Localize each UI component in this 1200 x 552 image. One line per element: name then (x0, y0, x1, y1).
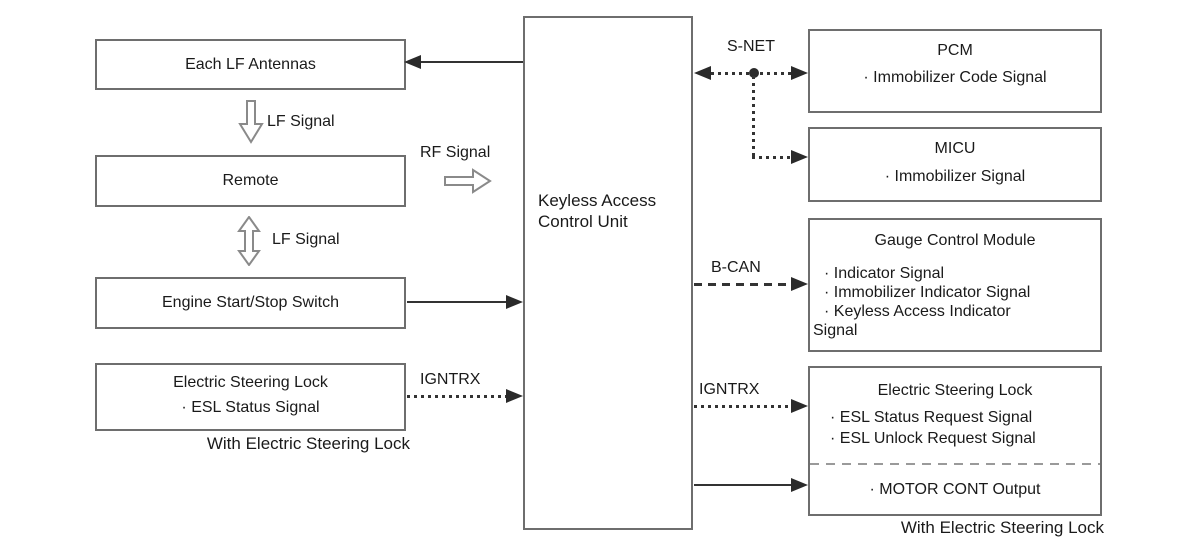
bcan-dashed-line (694, 283, 792, 286)
igntrx-left-label: IGNTRX (420, 371, 481, 388)
engine-start-stop-switch-box: Engine Start/Stop Switch (95, 277, 406, 329)
keyless-access-indicator-label: · Keyless Access Indicator (824, 303, 1011, 320)
keyless-access-control-unit-box: Keyless Access Control Unit (523, 16, 693, 530)
keyless-access-control-unit-label: Keyless Access Control Unit (538, 191, 657, 231)
rf-signal-label: RF Signal (420, 144, 491, 161)
keyless-access-indicator-label-wrap: Signal (813, 322, 858, 339)
s-net-label: S-NET (727, 38, 775, 55)
engine-arrowhead-right-icon (506, 295, 523, 309)
lf-signal-down-label: LF Signal (267, 113, 335, 130)
electric-steering-lock-left-box: Electric Steering Lock · ESL Status Sign… (95, 363, 406, 431)
micu-title: MICU (934, 140, 976, 157)
remote-box: Remote (95, 155, 406, 207)
motor-cont-arrowhead-icon (791, 478, 808, 492)
motor-cont-connector-line (694, 484, 792, 486)
engine-connector-line (407, 301, 507, 303)
immobilizer-indicator-signal-label: · Immobilizer Indicator Signal (824, 284, 1031, 301)
esl-box-dashed-divider (810, 463, 1100, 465)
esl-status-request-signal-label: · ESL Status Request Signal (830, 409, 1033, 426)
gauge-control-module-title: Gauge Control Module (874, 232, 1036, 249)
snet-branch-horizontal-line (752, 156, 792, 159)
each-lf-antennas-label: Each LF Antennas (185, 55, 316, 73)
with-esl-caption-left: With Electric Steering Lock (206, 434, 410, 453)
motor-cont-output-label: · MOTOR CONT Output (869, 481, 1041, 498)
antennas-arrowhead-left-icon (404, 55, 421, 69)
micu-box: MICU · Immobilizer Signal (808, 127, 1102, 202)
immobilizer-signal-label: · Immobilizer Signal (884, 168, 1026, 185)
electric-steering-lock-right-box: Electric Steering Lock · ESL Status Requ… (808, 366, 1102, 516)
engine-start-stop-switch-label: Engine Start/Stop Switch (162, 294, 339, 311)
rf-signal-arrow-icon (444, 168, 492, 194)
immobilizer-code-signal-label: · Immobilizer Code Signal (863, 69, 1047, 86)
igntrx-left-dotted-line (407, 395, 506, 398)
igntrx-right-label: IGNTRX (699, 381, 760, 398)
pcm-title: PCM (937, 42, 973, 59)
snet-arrowhead-left-icon (694, 66, 711, 80)
esl-unlock-request-signal-label: · ESL Unlock Request Signal (830, 430, 1036, 447)
igntrx-right-dotted-line (694, 405, 792, 408)
remote-label: Remote (222, 172, 279, 189)
pcm-box: PCM · Immobilizer Code Signal (808, 29, 1102, 113)
gauge-control-module-box: Gauge Control Module · Indicator Signal … (808, 218, 1102, 352)
bcan-arrowhead-icon (791, 277, 808, 291)
each-lf-antennas-box: Each LF Antennas (95, 39, 406, 90)
lf-signal-double-arrow-icon (237, 216, 261, 266)
with-esl-caption-right: With Electric Steering Lock (900, 518, 1104, 537)
igntrx-right-arrowhead-icon (791, 399, 808, 413)
esl-right-title: Electric Steering Lock (877, 382, 1033, 399)
igntrx-left-arrowhead-icon (506, 389, 523, 403)
lf-signal-down-arrow-icon (238, 100, 264, 144)
antennas-connector-line (420, 61, 523, 63)
snet-junction-dot (749, 68, 759, 78)
esl-status-signal-label: · ESL Status Signal (181, 399, 320, 416)
snet-branch-arrowhead-icon (791, 150, 808, 164)
esl-left-title: Electric Steering Lock (173, 374, 328, 391)
indicator-signal-label: · Indicator Signal (824, 265, 945, 282)
snet-arrowhead-right-icon (791, 66, 808, 80)
b-can-label: B-CAN (711, 259, 761, 276)
lf-signal-updown-label: LF Signal (272, 231, 340, 248)
snet-branch-vertical-line (752, 76, 755, 157)
